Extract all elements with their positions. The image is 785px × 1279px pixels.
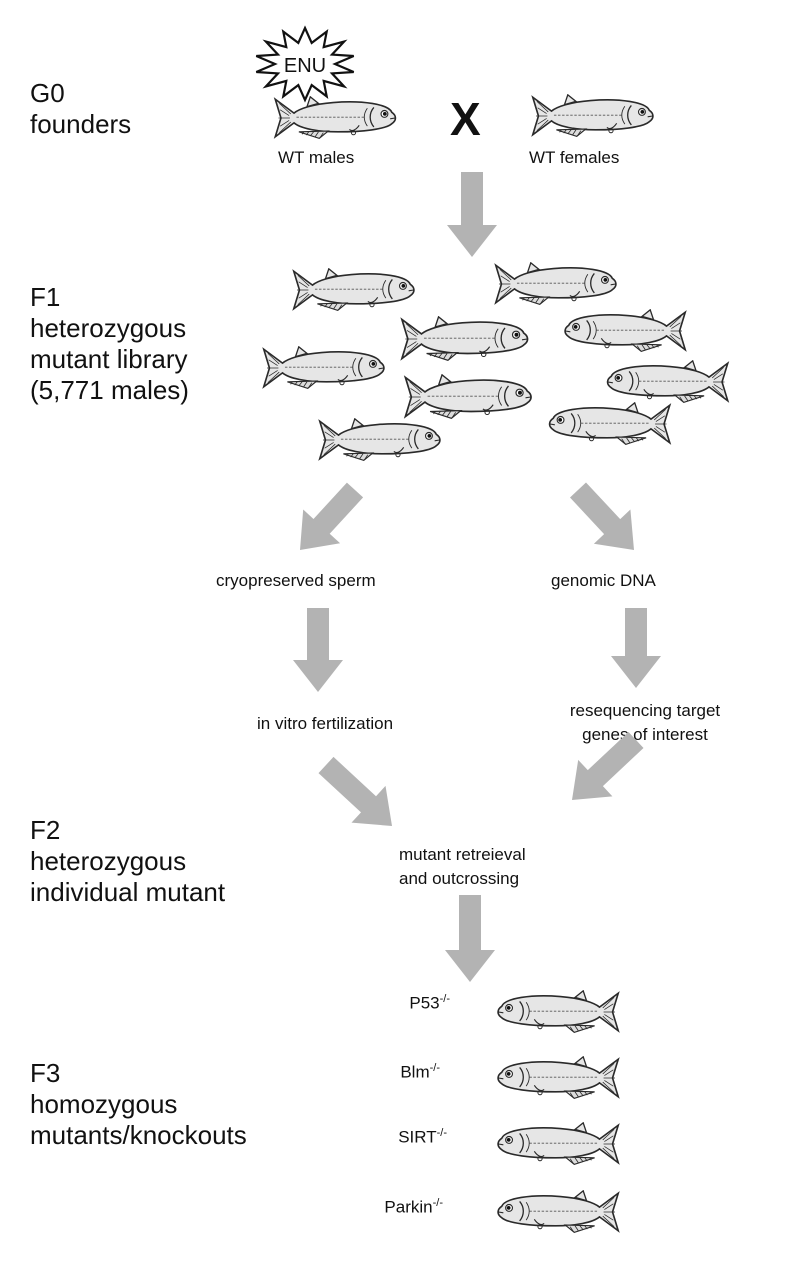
- wt-females-label: WT females: [529, 148, 620, 167]
- g0-label: G0 founders: [30, 78, 131, 140]
- knockout-gene-parkin: Parkin: [384, 1197, 433, 1217]
- flow-arrows: [293, 172, 661, 982]
- arrow-f1-to-dna: [570, 482, 634, 550]
- fish-f1-1: [292, 268, 415, 312]
- knockout-gene-sirt: SIRT: [398, 1127, 437, 1147]
- starburst-shape: [255, 25, 355, 103]
- f2-title: F2: [30, 815, 61, 845]
- arrow-dna-to-reseq: [611, 608, 661, 688]
- f3-title: F3: [30, 1058, 61, 1088]
- knockout-label-sirt: SIRT-/-: [330, 1127, 447, 1148]
- f1-line-2: mutant library: [30, 344, 188, 374]
- enu-text: ENU: [284, 55, 326, 77]
- knockout-genotype-p53: -/-: [439, 993, 450, 1005]
- resequencing-line-2: genes of interest: [582, 725, 708, 744]
- f1-line-3: (5,771 males): [30, 375, 189, 405]
- knockout-gene-blm: Blm: [400, 1062, 430, 1082]
- f3-label: F3 homozygous mutants/knockouts: [30, 1058, 247, 1151]
- knockout-label-p53: P53-/-: [330, 993, 450, 1014]
- fish-f1-8: [548, 402, 671, 446]
- f2-line-1: heterozygous: [30, 846, 187, 876]
- fish-f1-3: [400, 316, 529, 362]
- wt-males-label: WT males: [278, 148, 355, 167]
- resequencing-line-1: resequencing target: [569, 701, 721, 720]
- knockout-genotype-blm: -/-: [429, 1062, 440, 1074]
- arrow-sperm-to-ivf: [293, 608, 343, 692]
- fish-wt-male: [274, 96, 397, 140]
- knockout-genotype-sirt: -/-: [436, 1127, 447, 1139]
- fish-f1-4: [564, 309, 687, 353]
- f1-label: F1 heterozygous mutant library (5,771 ma…: [30, 282, 189, 406]
- fish-f1-9: [318, 418, 441, 462]
- knockout-label-blm: Blm-/-: [330, 1062, 440, 1083]
- enu-starburst: ENU: [255, 25, 355, 103]
- fish-knockout-blm: [497, 1056, 620, 1100]
- g0-line-1: founders: [30, 109, 132, 139]
- fish-f1-5: [262, 346, 385, 390]
- g0-title: G0: [30, 78, 65, 108]
- cross-symbol: X: [450, 93, 481, 145]
- in-vitro-fertilization-label: in vitro fertilization: [257, 714, 394, 733]
- knockout-gene-p53: P53: [409, 993, 440, 1013]
- mutant-retrieval-label: mutant retreieval and outcrossing: [399, 843, 526, 891]
- f3-line-1: homozygous: [30, 1089, 178, 1119]
- cryopreserved-sperm-label: cryopreserved sperm: [216, 571, 376, 590]
- knockout-genotype-parkin: -/-: [432, 1197, 443, 1209]
- mutant-retrieval-line-2: and outcrossing: [399, 869, 520, 888]
- fish-wt-female: [531, 94, 654, 138]
- arrow-ivf-to-f2: [318, 756, 392, 826]
- resequencing-label: resequencing target genes of interest: [510, 699, 780, 747]
- genomic-dna-label: genomic DNA: [551, 571, 656, 590]
- arrow-reseq-to-f2: [572, 732, 644, 800]
- mutant-retrieval-line-1: mutant retreieval: [399, 845, 526, 864]
- fish-f1-6: [606, 360, 729, 404]
- fish-knockout-parkin: [497, 1190, 620, 1234]
- knockout-label-parkin: Parkin-/-: [330, 1197, 443, 1218]
- fish-knockout-p53: [497, 990, 620, 1034]
- f1-title: F1: [30, 282, 61, 312]
- arrow-f1-to-sperm: [300, 482, 364, 550]
- fish-f1-7: [404, 374, 532, 420]
- fish-f1-2: [494, 262, 617, 306]
- f3-line-2: mutants/knockouts: [30, 1120, 247, 1150]
- f2-label: F2 heterozygous individual mutant: [30, 815, 225, 908]
- arrow-f2-to-f3: [445, 895, 495, 982]
- f1-line-1: heterozygous: [30, 313, 187, 343]
- f2-line-2: individual mutant: [30, 877, 226, 907]
- fish-knockout-sirt: [497, 1122, 620, 1166]
- arrow-g0-to-f1: [447, 172, 497, 257]
